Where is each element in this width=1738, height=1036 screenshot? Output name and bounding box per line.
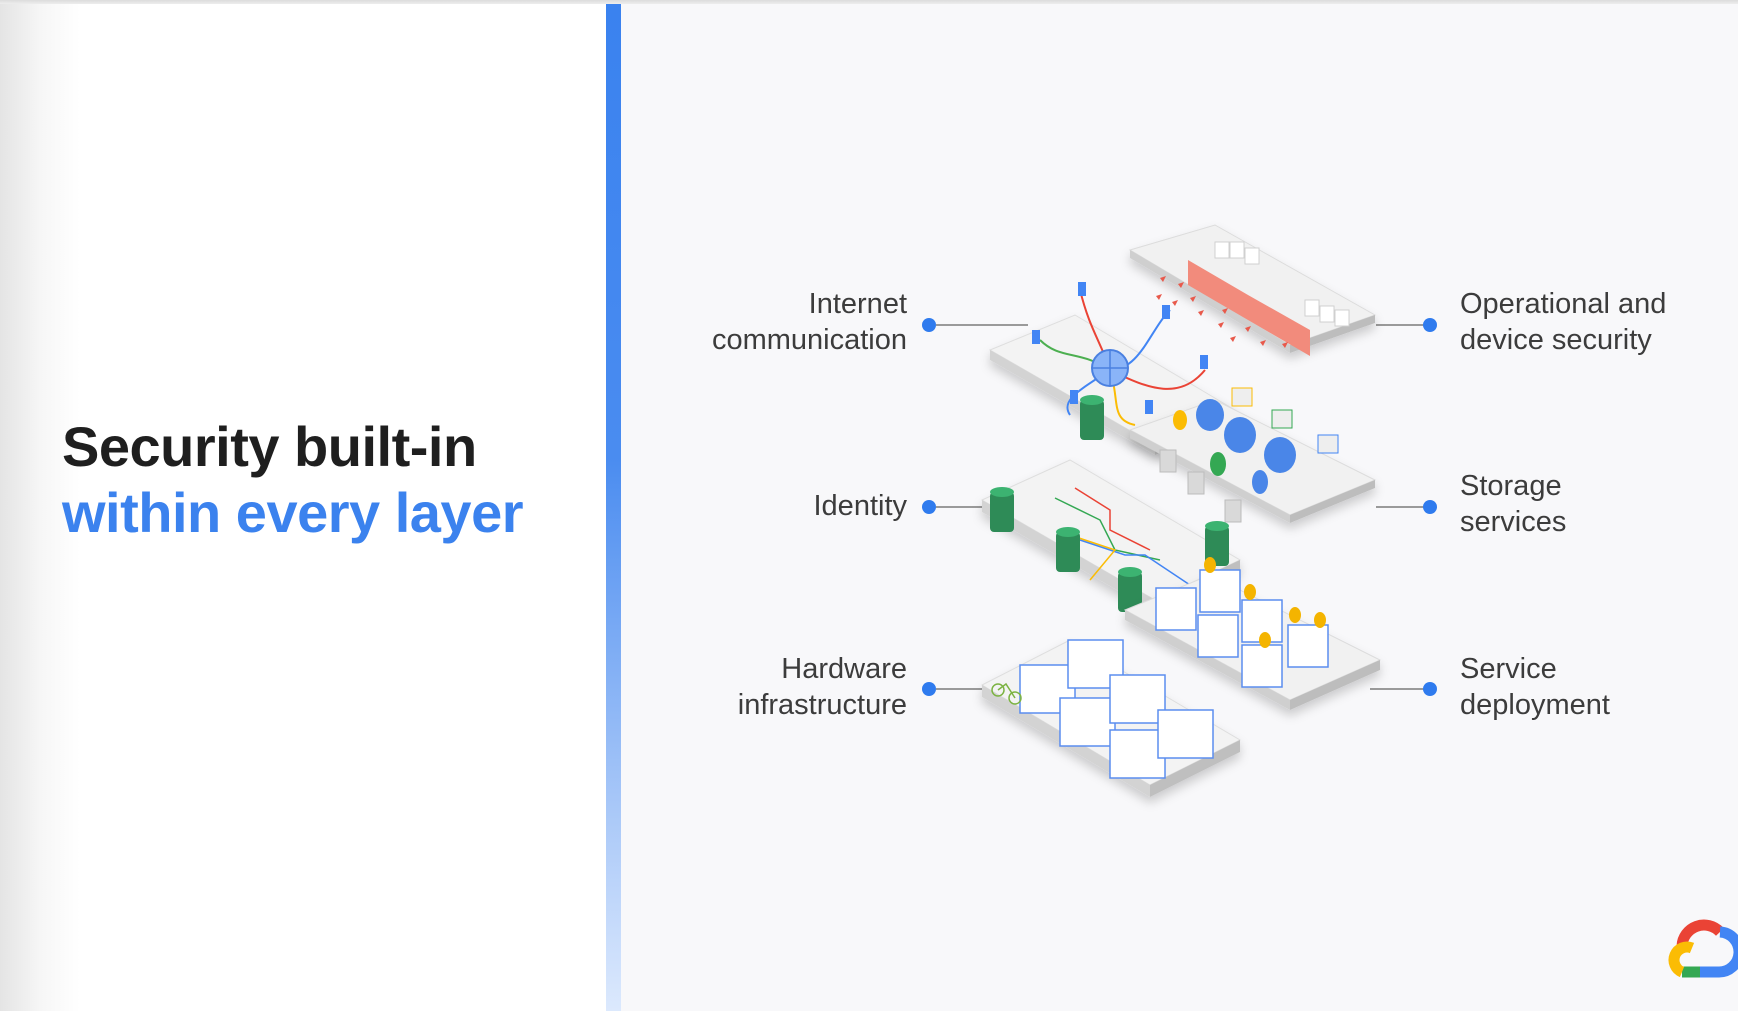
slide-title: Security built-in within every layer	[62, 414, 524, 546]
container-icons	[1155, 569, 1329, 688]
connector-dot	[1423, 682, 1437, 696]
connector-line	[1376, 324, 1426, 326]
google-cloud-logo-icon	[1668, 919, 1738, 978]
connector-dot	[922, 318, 936, 332]
connector-line	[1376, 506, 1426, 508]
diagram-panel	[621, 4, 1738, 1011]
label-line: Identity	[813, 490, 908, 522]
label-line: services	[1460, 506, 1567, 538]
label-line: Operational and	[1460, 288, 1667, 320]
connector-line	[936, 324, 1028, 326]
device-icons	[1032, 282, 1208, 414]
connector-dot	[922, 500, 936, 514]
label-line: Hardware	[781, 653, 907, 685]
platform-operational-security	[1128, 224, 1377, 353]
identity-lines	[1054, 487, 1191, 586]
label-line: deployment	[1460, 689, 1610, 721]
connector-line	[936, 688, 996, 690]
cloud-storage-icons	[1159, 387, 1339, 523]
label-line: device security	[1460, 324, 1652, 356]
firewall-wall-icon	[1188, 260, 1310, 356]
bicycle-icon	[991, 682, 1022, 705]
label-identity: Identity	[650, 488, 908, 524]
label-storage-services: Storage services	[1460, 468, 1720, 540]
coin-icons	[1204, 557, 1326, 648]
database-icons	[990, 395, 1229, 612]
connector-dot	[1423, 500, 1437, 514]
label-line: Service	[1460, 653, 1557, 685]
server-rack-icons	[1019, 639, 1214, 779]
label-line: communication	[711, 324, 907, 356]
server-cluster-icon	[1214, 241, 1350, 327]
threat-markers-icon	[1156, 276, 1288, 348]
label-internet-communication: Internet communication	[650, 286, 907, 358]
slide-title-line2: within every layer	[62, 481, 524, 544]
connector-dot	[1423, 318, 1437, 332]
top-shade	[0, 0, 1738, 6]
label-line: Internet	[808, 288, 907, 320]
accent-divider-bar	[606, 4, 621, 1011]
label-hardware-infrastructure: Hardware infrastructure	[650, 651, 907, 723]
label-operational-device-security: Operational and device security	[1460, 286, 1720, 358]
layered-platforms-illustration	[980, 224, 1382, 797]
label-line: Storage	[1460, 470, 1562, 502]
connector-dot	[922, 682, 936, 696]
slide-title-line1: Security built-in	[62, 415, 477, 478]
connector-line	[936, 506, 996, 508]
title-panel	[0, 4, 606, 1011]
label-service-deployment: Service deployment	[1460, 651, 1720, 723]
connector-line	[1370, 688, 1426, 690]
label-line: infrastructure	[737, 689, 907, 721]
